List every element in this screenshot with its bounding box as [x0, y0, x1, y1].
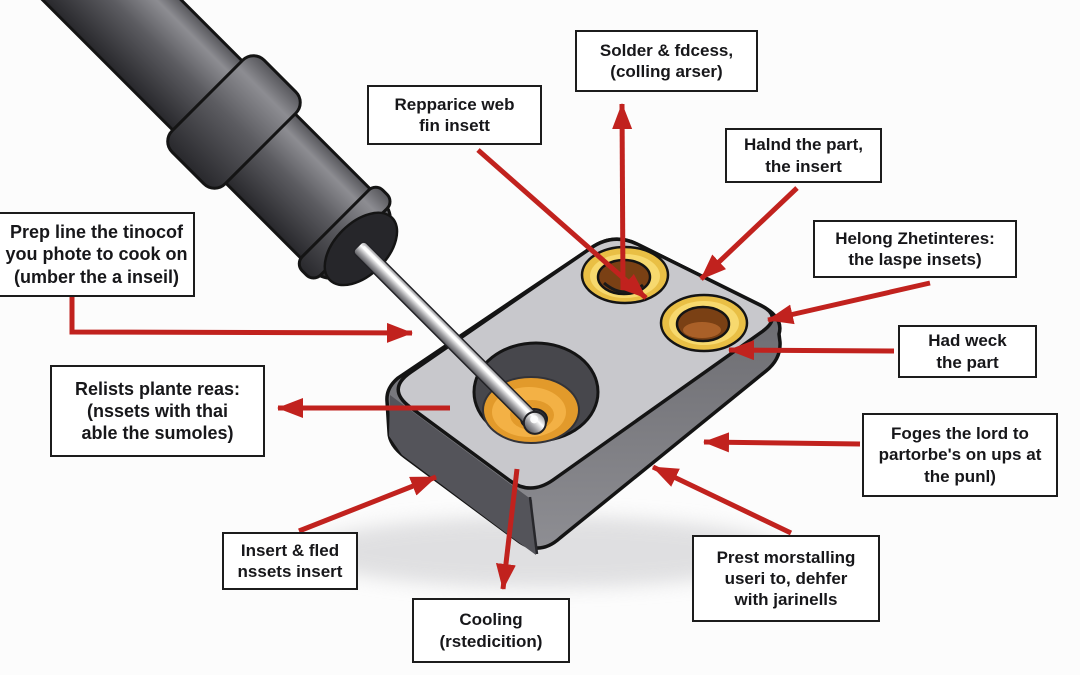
- workpiece-block: [385, 237, 782, 555]
- arrow-block-to-cooling-label: [495, 468, 520, 590]
- arrow-prest-to-block-side: [651, 464, 793, 536]
- arrow-halnd-to-block-top: [699, 186, 799, 281]
- iron-collar-ring: [166, 54, 302, 190]
- block-shadow: [305, 516, 785, 588]
- callout-arrows: [69, 103, 931, 590]
- arrow-insert-to-solder-label: [612, 103, 633, 291]
- check-part-label: Had weck the part: [898, 325, 1037, 378]
- align-insert-label: Helong Zhetinteres: the laspe insets): [813, 220, 1017, 278]
- arrow-foges-to-block-side: [703, 432, 861, 453]
- insert-seat-label: Relists plante reas: (nssets with thai a…: [50, 365, 265, 457]
- block-left-side-face: [389, 395, 536, 555]
- iron-tip-glint: [530, 415, 539, 424]
- solder-process-label: Solder & fdcess, (colling arser): [575, 30, 758, 92]
- cooling-label: Cooling (rstedicition): [412, 598, 570, 663]
- iron-rod-highlight: [362, 246, 533, 416]
- soldering-iron: [0, 0, 547, 435]
- arrow-repparice-to-insert: [476, 148, 648, 300]
- hold-part-label: Halnd the part, the insert: [725, 128, 882, 183]
- press-install-label: Prest morstalling useri to, dehfer with …: [692, 535, 880, 622]
- insert-feed-label: Insert & fled nssets insert: [222, 532, 358, 590]
- prep-surface-label: Prep line the tinocof you phote to cook …: [0, 212, 195, 297]
- block-front-edge: [528, 496, 539, 555]
- web-insert-label: Repparice web fin insett: [367, 85, 542, 145]
- arrow-helong-to-block-corner: [767, 280, 931, 325]
- arrow-prep-to-iron-tip: [69, 297, 413, 343]
- brass-insert-right: [659, 293, 749, 353]
- press-depth-label: Foges the lord to partorbe's on ups at t…: [862, 413, 1058, 497]
- arrow-insertfled-to-block: [298, 474, 437, 534]
- arrow-hadweck-to-insert: [728, 340, 895, 361]
